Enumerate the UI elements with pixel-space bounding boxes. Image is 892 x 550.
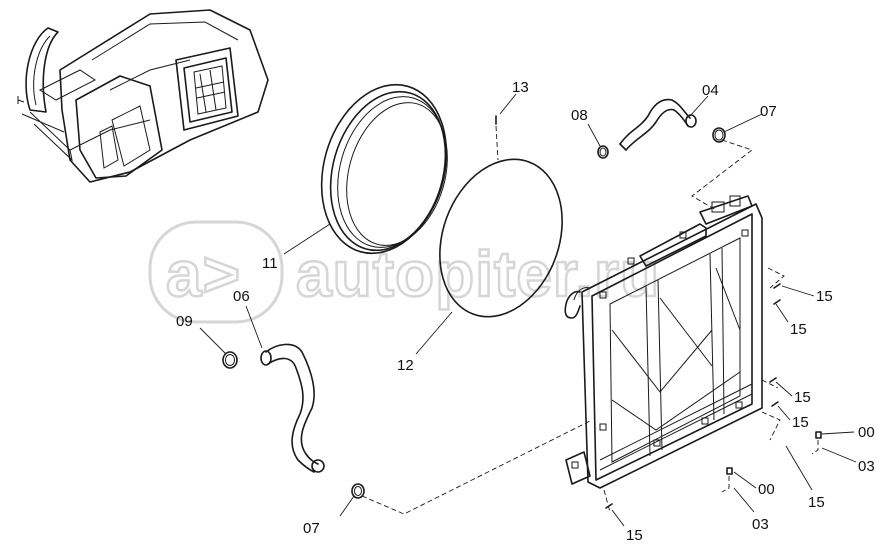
part-12-seal-ring	[439, 158, 563, 318]
part-08-hose-clamp	[597, 145, 609, 159]
callout-labels: 13 04 08 07 11 06 09 12 15 15 15 15 00 0…	[176, 79, 875, 544]
callout-00-b: 00	[758, 481, 775, 498]
callout-03-b: 03	[752, 516, 769, 533]
part-06-lower-hose	[260, 343, 325, 473]
callout-09: 09	[176, 313, 193, 330]
part-13-bolt	[495, 115, 499, 161]
callout-15-e: 15	[808, 494, 825, 511]
callout-07-upper: 07	[760, 103, 777, 120]
callout-13: 13	[512, 79, 529, 96]
leader-lines	[199, 93, 857, 527]
part-07-hose-clamp-upper	[712, 127, 726, 143]
callout-15-b: 15	[790, 321, 807, 338]
callout-00-a: 00	[858, 424, 875, 441]
part-09-hose-clamp	[222, 351, 238, 369]
callout-07-lower: 07	[303, 520, 320, 537]
callout-08: 08	[571, 107, 588, 124]
callout-03-a: 03	[858, 458, 875, 475]
callout-15-a: 15	[816, 288, 833, 305]
radiator-frame-assembly	[564, 195, 763, 489]
callout-15-d: 15	[792, 414, 809, 431]
watermark: a> autopiter.ru	[148, 220, 660, 324]
excavator-location-thumbnail	[17, 9, 269, 183]
callout-15-c: 15	[794, 389, 811, 406]
callout-15-f: 15	[626, 527, 643, 544]
callout-11: 11	[262, 255, 278, 272]
part-07-hose-clamp-lower	[351, 483, 365, 499]
fastener-bolts	[603, 267, 822, 513]
part-04-upper-hose	[619, 98, 697, 151]
watermark-text: autopiter.ru	[296, 238, 660, 310]
callout-06: 06	[233, 288, 250, 305]
watermark-logo: a>	[166, 238, 241, 310]
callout-12: 12	[397, 357, 414, 374]
part-11-fan-shroud-ring	[320, 83, 448, 255]
upper-hose-connection-line	[691, 139, 753, 211]
lower-hose-connection-line	[361, 419, 593, 515]
callout-04: 04	[702, 82, 719, 99]
